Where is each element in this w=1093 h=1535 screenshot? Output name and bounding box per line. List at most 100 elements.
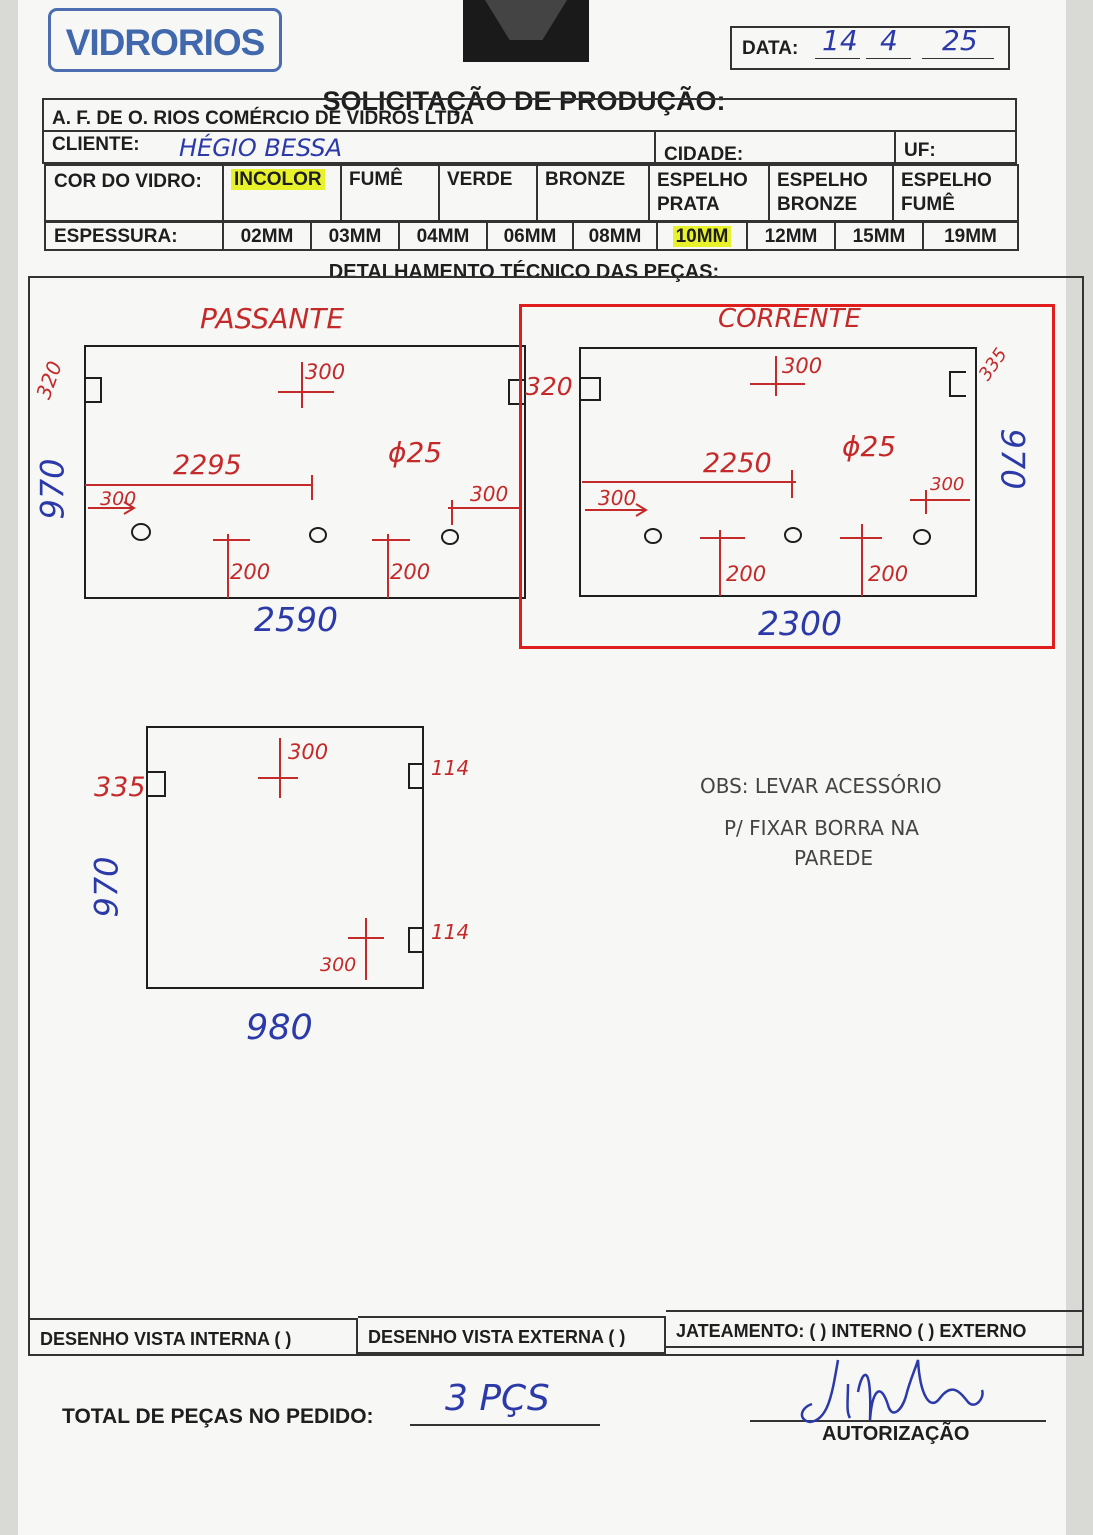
- piece-2-hole-3: [913, 529, 931, 545]
- piece-1-name: PASSANTE: [200, 302, 345, 335]
- color-option-espelho-bronze[interactable]: ESPELHO BRONZE: [768, 166, 892, 220]
- piece-2-bottom-mark-2: [840, 524, 882, 596]
- piece-3-top-mark: [258, 738, 298, 798]
- thickness-02mm[interactable]: 02MM: [222, 223, 310, 249]
- thickness-10mm[interactable]: 10MM: [656, 223, 746, 249]
- piece-1-outline: [84, 345, 526, 599]
- color-option-incolor[interactable]: INCOLOR: [222, 166, 340, 220]
- company-block: A. F. DE O. RIOS COMÉRCIO DE VIDROS LTDA…: [42, 98, 1017, 165]
- city-label: CIDADE:: [664, 144, 744, 165]
- color-option-espelho-prata[interactable]: ESPELHO PRATA: [648, 166, 768, 220]
- obs-line-1: OBS: LEVAR ACESSÓRIO: [700, 774, 942, 798]
- piece-3-hinge-right-top-label: 114: [431, 756, 470, 780]
- thickness-03mm[interactable]: 03MM: [310, 223, 398, 249]
- piece-2-top: 300: [782, 354, 823, 378]
- piece-3-hinge-left: [147, 771, 166, 797]
- piece-1-dim-2295: [85, 475, 313, 500]
- piece-3-bottom-mark: [348, 918, 384, 980]
- piece-1-dim-300-right: [448, 500, 520, 525]
- piece-1-hinge-left: [85, 377, 102, 403]
- piece-1-edge-right: 300: [470, 482, 509, 506]
- piece-2-bottom-b: 200: [868, 562, 909, 586]
- thickness-12mm[interactable]: 12MM: [746, 223, 834, 249]
- piece-2-dim-300-left: [585, 503, 648, 517]
- signature-line: [750, 1420, 1046, 1422]
- total-label: TOTAL DE PEÇAS NO PEDIDO:: [62, 1405, 374, 1428]
- piece-2-hinge-left-label: 320: [525, 372, 573, 401]
- piece-3-outline: [146, 726, 424, 989]
- piece-3-hinge-right-bottom: [408, 927, 423, 953]
- piece-2-dim-2250: [582, 470, 796, 498]
- piece-1-bottom-mark-2: [372, 534, 410, 598]
- piece-1-hinge-right: [508, 379, 525, 405]
- order-sheet: [18, 0, 1066, 1535]
- color-option-bronze[interactable]: BRONZE: [536, 166, 648, 220]
- piece-1-dim-300-left: [88, 501, 136, 515]
- piece-2-outline: [579, 347, 977, 597]
- client-label: CLIENTE:: [52, 134, 140, 155]
- external-view-option[interactable]: DESENHO VISTA EXTERNA ( ): [358, 1316, 666, 1354]
- piece-2-hole-dist: 2250: [703, 448, 772, 479]
- piece-1-hole-dist: 2295: [173, 450, 242, 481]
- obs-line-3: PAREDE: [794, 846, 874, 870]
- total-value[interactable]: 3 PÇS: [445, 1378, 550, 1419]
- client-name[interactable]: HÉGIO BESSA: [179, 134, 343, 162]
- sandblast-option[interactable]: JATEAMENTO: ( ) INTERNO ( ) EXTERNO: [666, 1310, 1084, 1348]
- piece-2-width: 2300: [758, 604, 842, 643]
- piece-2-hinge-right: [949, 371, 966, 397]
- color-option-espelho-fume[interactable]: ESPELHO FUMÊ: [892, 166, 1017, 220]
- date-day-line: [815, 58, 860, 59]
- date-month[interactable]: 4: [880, 24, 898, 57]
- piece-1-edge-left: 300: [100, 488, 137, 510]
- date-month-line: [866, 58, 911, 59]
- uf-label: UF:: [904, 140, 936, 161]
- annotation-highlight-box: [519, 304, 1055, 649]
- thickness-label: ESPESSURA:: [54, 226, 178, 247]
- piece-1-bottom-a: 200: [230, 560, 271, 584]
- date-year[interactable]: 25: [942, 24, 978, 57]
- piece-2-name: CORRENTE: [718, 304, 861, 334]
- piece-1-hole-3: [441, 529, 459, 545]
- piece-2-bottom-a: 200: [726, 562, 767, 586]
- obs-note: OBS: LEVAR ACESSÓRIO P/ FIXAR BORRA NA P…: [700, 765, 1030, 879]
- thickness-19mm[interactable]: 19MM: [922, 223, 1017, 249]
- piece-2-hinge-left: [580, 377, 601, 401]
- piece-2-hole-diam: ɸ25: [842, 430, 897, 463]
- piece-1-top-mark: [278, 362, 334, 408]
- thickness-08mm[interactable]: 08MM: [572, 223, 656, 249]
- color-option-fume[interactable]: FUMÊ: [340, 166, 438, 220]
- obs-line-2: P/ FIXAR BORRA NA: [724, 816, 919, 840]
- internal-view-option[interactable]: DESENHO VISTA INTERNA ( ): [28, 1318, 358, 1356]
- piece-3-hinge-left-label: 335: [94, 772, 146, 803]
- piece-3-top: 300: [288, 740, 329, 764]
- total-line: [410, 1424, 600, 1426]
- company-name: A. F. DE O. RIOS COMÉRCIO DE VIDROS LTDA: [52, 108, 474, 129]
- glass-color-label: COR DO VIDRO:: [54, 171, 202, 192]
- piece-2-hole-2: [784, 527, 802, 543]
- piece-3-width: 980: [246, 1008, 313, 1048]
- thickness-15mm[interactable]: 15MM: [834, 223, 922, 249]
- piece-2-edge-left: 300: [598, 486, 637, 510]
- piece-1-bottom-mark-1: [213, 534, 250, 598]
- piece-2-edge-right: 300: [930, 474, 965, 495]
- thickness-06mm[interactable]: 06MM: [486, 223, 572, 249]
- piece-1-width: 2590: [254, 600, 338, 639]
- date-label: DATA:: [742, 38, 799, 59]
- piece-3-hinge-right-top: [408, 763, 423, 789]
- thickness-04mm[interactable]: 04MM: [398, 223, 486, 249]
- piece-2-hole-1: [644, 528, 662, 544]
- date-day[interactable]: 14: [822, 24, 858, 57]
- piece-3-hinge-right-bottom-label: 114: [431, 920, 470, 944]
- piece-1-hole-diam: ɸ25: [388, 436, 443, 469]
- authorization-label: AUTORIZAÇÃO: [822, 1423, 970, 1445]
- piece-2-top-mark: [750, 356, 805, 396]
- piece-1-hole-2: [309, 527, 327, 543]
- piece-2-bottom-mark-1: [700, 530, 745, 596]
- thickness-row: ESPESSURA: 02MM 03MM 04MM 06MM 08MM 10MM…: [44, 221, 1019, 251]
- date-box: [730, 26, 1010, 70]
- piece-1-hole-1: [131, 523, 151, 541]
- color-option-verde[interactable]: VERDE: [438, 166, 536, 220]
- drawing-area: [28, 276, 1084, 1356]
- date-year-line: [922, 58, 994, 59]
